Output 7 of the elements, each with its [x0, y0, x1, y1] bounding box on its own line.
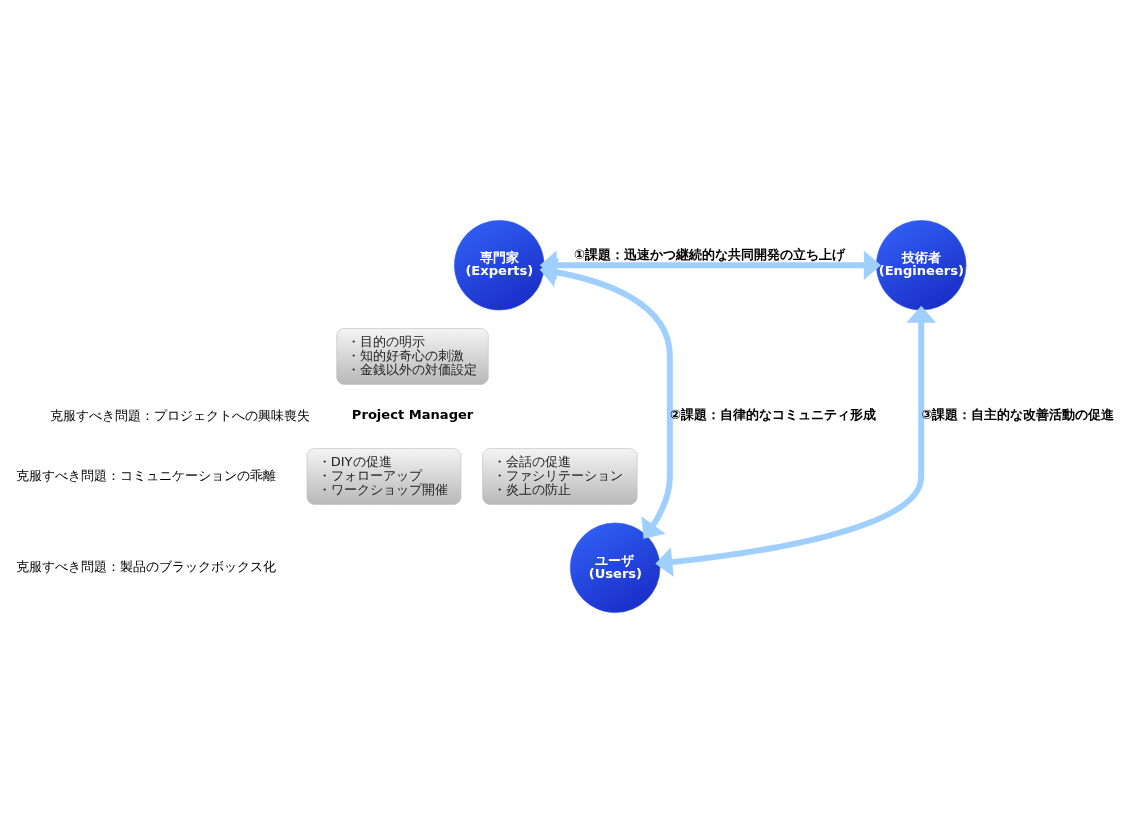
- edge-label: ③課題：自主的な改善活動の促進: [921, 406, 1115, 422]
- label: 克服すべき問題：プロジェクトへの興味喪失: [49, 407, 310, 423]
- edge-label: ②課題：自律的なコミュニティ形成: [669, 406, 876, 422]
- label: 克服すべき問題：製品のブラックボックス化: [16, 558, 277, 574]
- node-text: Project Manager: [351, 406, 474, 422]
- label: 克服すべき問題：コミュニケーションの乖離: [16, 467, 277, 483]
- edge-label: ①課題：迅速かつ継続的な共同開発の立ち上げ: [573, 246, 845, 262]
